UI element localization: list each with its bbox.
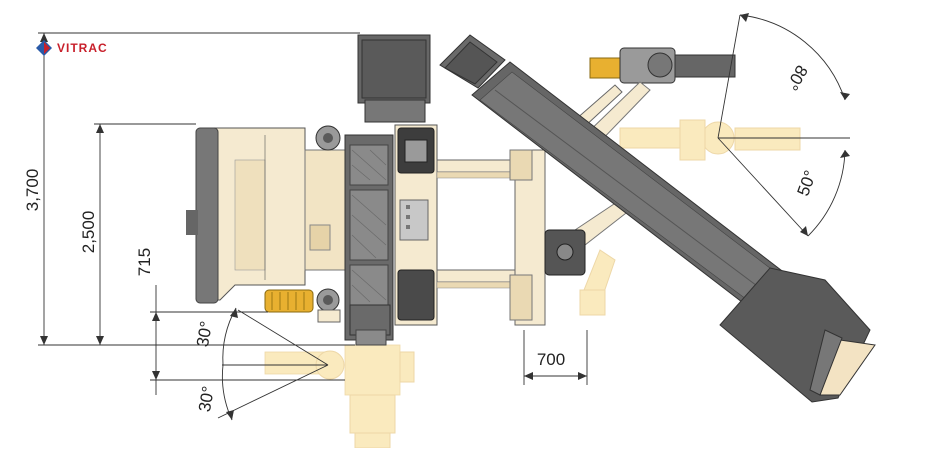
boom-arm — [439, 34, 876, 403]
label-frame-height: 2,500 — [79, 211, 98, 254]
brand-name: VITRAC — [57, 41, 108, 55]
label-left-lower-angle: 30° — [195, 385, 218, 414]
label-low-height: 715 — [135, 248, 154, 276]
vitrac-logo-icon — [36, 40, 52, 56]
label-upper-angle: 80° — [782, 62, 811, 94]
label-left-upper-angle: 30° — [193, 320, 216, 349]
label-offset: 700 — [537, 350, 565, 369]
brand-logo: VITRAC — [36, 40, 108, 56]
dimension-lines — [38, 13, 850, 421]
chassis — [186, 34, 546, 346]
label-total-height: 3,700 — [23, 169, 42, 212]
label-lower-angle: 50° — [794, 168, 821, 199]
ghost-lower-arm — [264, 344, 415, 449]
